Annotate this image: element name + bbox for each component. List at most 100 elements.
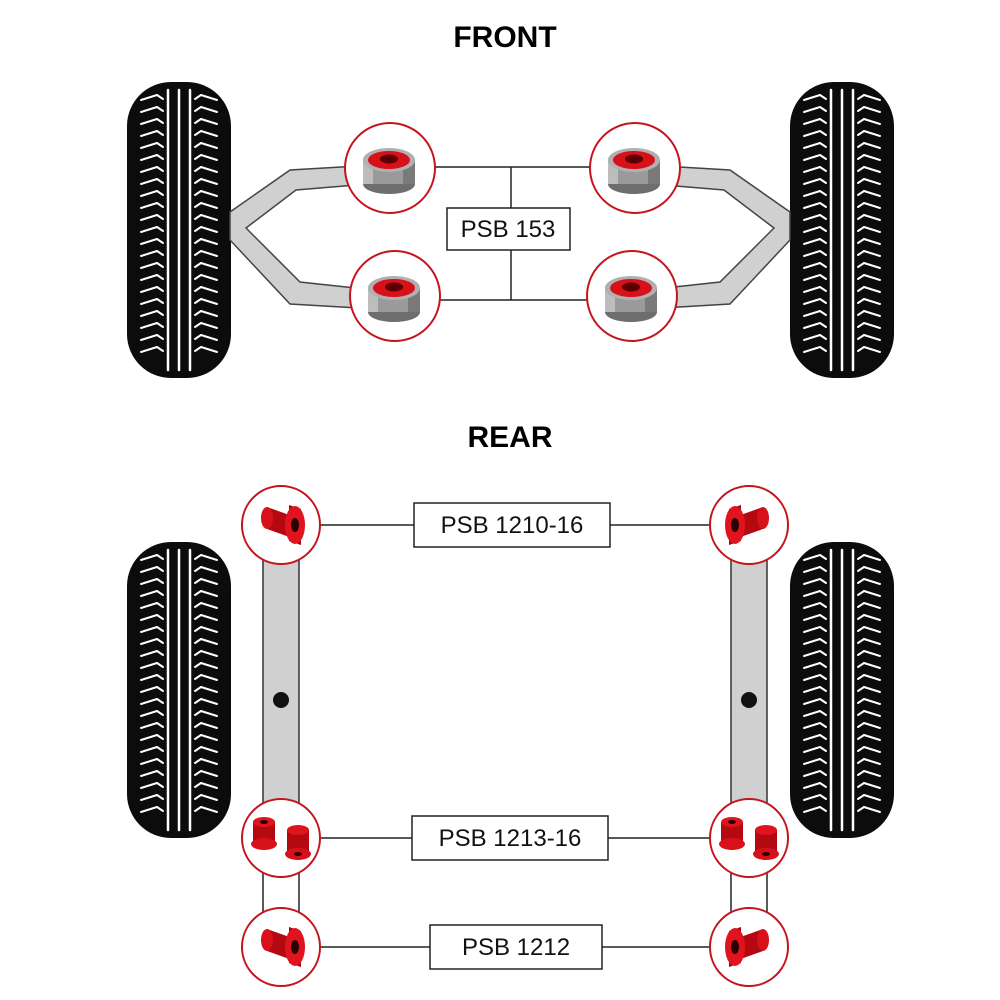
tread-mark xyxy=(819,578,827,584)
tread-mark xyxy=(140,190,158,197)
tread-mark xyxy=(863,626,881,633)
tread-mark xyxy=(156,250,164,256)
tread-mark xyxy=(819,722,827,728)
tread-mark xyxy=(857,770,865,776)
tread-mark xyxy=(857,758,865,764)
tread-mark xyxy=(819,94,827,100)
tread-mark xyxy=(863,782,881,789)
tread-mark xyxy=(819,310,827,316)
tread-mark xyxy=(857,298,865,304)
tread-mark xyxy=(200,154,218,161)
tread-mark xyxy=(200,626,218,633)
tread-mark xyxy=(194,794,202,800)
tread-mark xyxy=(156,734,164,740)
tread-mark xyxy=(156,274,164,280)
tread-mark xyxy=(863,202,881,209)
tread-mark xyxy=(140,806,158,813)
tread-mark xyxy=(857,238,865,244)
tread-mark xyxy=(803,794,821,801)
tread-mark xyxy=(863,746,881,753)
tread-mark xyxy=(857,262,865,268)
tread-mark xyxy=(156,178,164,184)
tread-mark xyxy=(200,758,218,765)
tread-mark xyxy=(819,286,827,292)
rear-heading: REAR xyxy=(467,421,552,454)
tread-mark xyxy=(863,806,881,813)
tread-mark xyxy=(194,722,202,728)
tread-mark xyxy=(863,262,881,269)
tread-mark xyxy=(194,154,202,160)
tread-mark xyxy=(194,118,202,124)
tread-mark xyxy=(140,166,158,173)
tread-mark xyxy=(803,686,821,693)
rear-middle-part-number: PSB 1213-16 xyxy=(439,825,582,852)
tread-mark xyxy=(140,746,158,753)
tread-mark xyxy=(200,614,218,621)
tread-mark xyxy=(803,734,821,741)
tread-mark xyxy=(819,178,827,184)
tread-mark xyxy=(194,214,202,220)
tread-mark xyxy=(863,250,881,257)
tread-mark xyxy=(156,322,164,328)
tread-mark xyxy=(200,142,218,149)
tread-mark xyxy=(819,554,827,560)
tread-mark xyxy=(140,334,158,341)
tread-mark xyxy=(863,238,881,245)
tread-mark xyxy=(857,554,865,560)
rear-right-arm xyxy=(730,539,768,912)
tread-mark xyxy=(200,202,218,209)
tread-mark xyxy=(156,686,164,692)
tread-mark xyxy=(863,118,881,125)
front-lower-left-bush-callout xyxy=(349,250,441,342)
tread-mark xyxy=(819,190,827,196)
tread-mark xyxy=(156,710,164,716)
tread-mark xyxy=(857,662,865,668)
tread-mark xyxy=(819,262,827,268)
tread-mark xyxy=(140,94,158,101)
tread-mark xyxy=(819,590,827,596)
tread-mark xyxy=(819,638,827,644)
tread-mark xyxy=(857,202,865,208)
tread-mark xyxy=(194,238,202,244)
tread-mark xyxy=(194,166,202,172)
tread-mark xyxy=(194,590,202,596)
tread-mark xyxy=(140,142,158,149)
tread-mark xyxy=(803,286,821,293)
tread-mark xyxy=(819,698,827,704)
tread-mark xyxy=(803,710,821,717)
tread-mark xyxy=(819,650,827,656)
tread-mark xyxy=(156,166,164,172)
tread-mark xyxy=(857,806,865,812)
tread-mark xyxy=(200,346,218,353)
tread-mark xyxy=(857,334,865,340)
tread-mark xyxy=(803,758,821,765)
rear-top-right-bush-callout xyxy=(709,485,789,565)
tread-mark xyxy=(140,238,158,245)
tread-mark xyxy=(200,698,218,705)
tread-mark xyxy=(194,142,202,148)
tread-mark xyxy=(857,638,865,644)
tread-mark xyxy=(857,698,865,704)
tread-mark xyxy=(200,650,218,657)
tread-mark xyxy=(200,782,218,789)
tread-mark xyxy=(194,286,202,292)
tread-mark xyxy=(803,638,821,645)
tread-mark xyxy=(803,602,821,609)
tread-mark xyxy=(200,178,218,185)
tread-mark xyxy=(863,638,881,645)
tread-mark xyxy=(194,298,202,304)
tread-mark xyxy=(156,190,164,196)
tread-mark xyxy=(819,142,827,148)
tread-mark xyxy=(857,746,865,752)
tread-mark xyxy=(803,190,821,197)
tread-mark xyxy=(156,262,164,268)
tread-mark xyxy=(863,142,881,149)
tread-mark xyxy=(857,794,865,800)
tread-mark xyxy=(156,590,164,596)
front-connector-lines xyxy=(434,166,592,301)
tread-mark xyxy=(156,794,164,800)
tread-mark xyxy=(200,806,218,813)
tread-mark xyxy=(819,346,827,352)
tread-mark xyxy=(194,710,202,716)
tread-mark xyxy=(156,782,164,788)
